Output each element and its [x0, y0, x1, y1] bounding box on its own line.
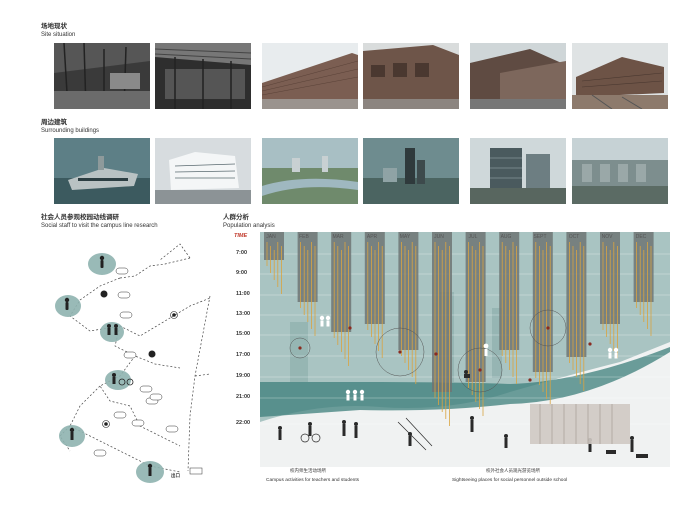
campus-caption-en: Campus activities for teachers and stude… — [266, 478, 360, 483]
route-diagram — [40, 236, 230, 506]
site-title-en: Site situation — [41, 32, 76, 38]
time-label: 9:00 — [236, 270, 248, 276]
month-label: OCT — [568, 234, 580, 240]
surrounding-photo-1 — [54, 138, 150, 204]
route-exit-label: 出口 — [171, 473, 180, 478]
time-label: 17:00 — [236, 352, 251, 358]
month-label: JUN — [434, 234, 444, 240]
surrounding-photo-3 — [262, 138, 358, 204]
population-chart — [260, 232, 670, 467]
time-label: 19:00 — [236, 373, 251, 379]
surrounding-photo-4 — [363, 138, 459, 204]
site-photo-3 — [262, 43, 358, 109]
time-label: 15:00 — [236, 331, 251, 337]
surrounding-title-en: Surrounding buildings — [41, 128, 100, 134]
surrounding-photo-6 — [572, 138, 668, 204]
time-label: 21:00 — [236, 394, 251, 400]
month-label: DEC — [635, 234, 647, 240]
social-title-cn: 社会人员参观校园动线调研 — [41, 214, 119, 221]
social-title-en: Social staff to visit the campus line re… — [41, 223, 158, 229]
time-label: 22:00 — [236, 420, 251, 426]
month-label: NOV — [601, 234, 613, 240]
month-label: FEB — [299, 234, 309, 240]
sightseeing-caption-en: Sightseeing places for social personnel … — [452, 478, 568, 483]
time-label: 7:00 — [236, 250, 248, 256]
site-title-cn: 场地现状 — [41, 23, 67, 30]
surrounding-photo-2 — [155, 138, 251, 204]
month-label: JUL — [468, 234, 478, 240]
site-photo-1 — [54, 43, 150, 109]
population-title-cn: 人群分析 — [223, 214, 249, 221]
month-label: MAR — [332, 234, 344, 240]
site-photo-5 — [470, 43, 566, 109]
site-photo-2 — [155, 43, 251, 109]
month-column — [264, 232, 284, 260]
population-title-en: Population analysis — [223, 223, 275, 229]
surrounding-title-cn: 周边建筑 — [41, 119, 67, 126]
time-axis-header: TIME — [234, 233, 248, 239]
month-label: APR — [366, 234, 378, 240]
campus-caption-cn: 校内师生活动场所 — [290, 468, 326, 473]
month-label: AUG — [500, 234, 512, 240]
surrounding-photo-5 — [470, 138, 566, 204]
time-label: 13:00 — [236, 311, 251, 317]
month-label: JAN — [266, 234, 276, 240]
sightseeing-caption-cn: 校外社会人员观光游览场所 — [486, 468, 540, 473]
site-photo-6 — [572, 43, 668, 109]
month-label: SEPT — [533, 234, 547, 240]
month-label: MAY — [399, 234, 411, 240]
time-label: 11:00 — [236, 291, 250, 297]
site-photo-4 — [363, 43, 459, 109]
